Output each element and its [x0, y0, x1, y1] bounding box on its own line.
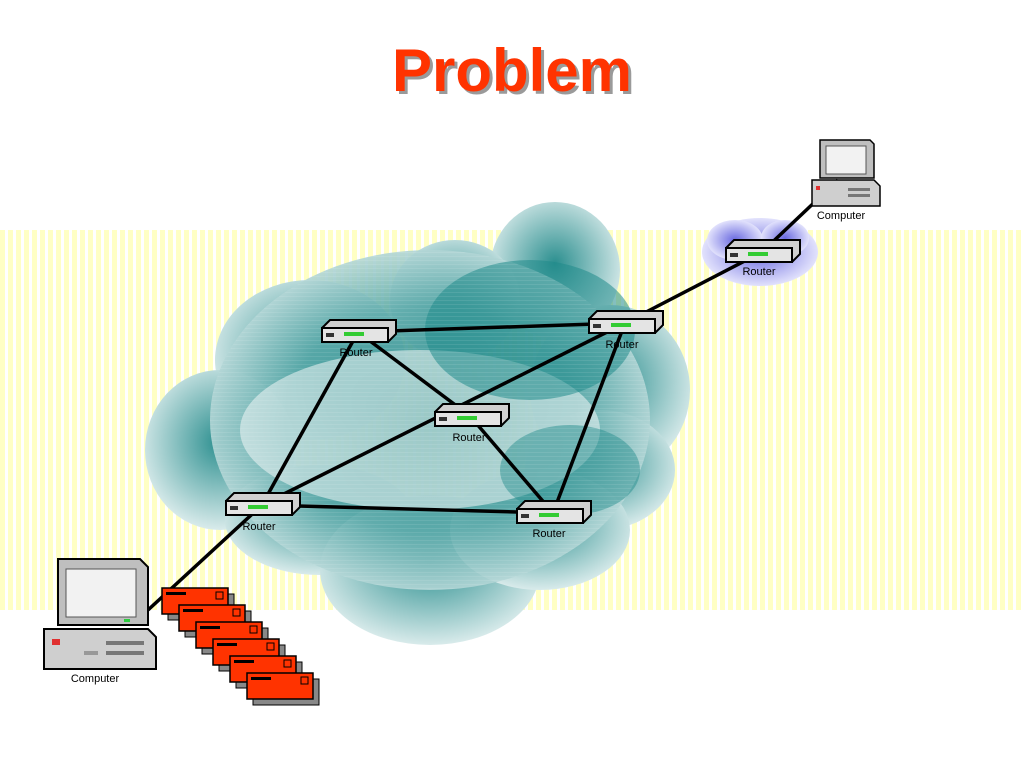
router-label-bottom-left: Router	[242, 521, 276, 533]
router-icon[interactable]	[725, 239, 801, 263]
packet-icon	[246, 672, 320, 706]
router-icon[interactable]	[434, 403, 510, 427]
router-label-center: Router	[452, 432, 486, 444]
computer-label-top: Computer	[816, 210, 866, 222]
link-center-br	[468, 414, 555, 515]
router-icon[interactable]	[321, 319, 397, 343]
slide-title: Problem	[391, 37, 633, 104]
router-label-top-left: Router	[339, 347, 373, 359]
link-tr-br	[551, 322, 627, 514]
router-label-bottom-right: Router	[532, 528, 566, 540]
router-label-top-right: Router	[605, 339, 639, 351]
desktop-computer-icon[interactable]	[811, 139, 881, 207]
router-label-remote: Router	[742, 266, 776, 278]
packet-stack	[161, 587, 320, 706]
link-bl-br	[261, 503, 554, 515]
desktop-computer-icon[interactable]	[43, 558, 157, 670]
router-icon[interactable]	[225, 492, 301, 516]
link-tl-bl	[260, 331, 360, 506]
computer-label-bottom: Computer	[70, 673, 120, 685]
router-icon[interactable]	[588, 310, 664, 334]
internet-cloud	[145, 202, 690, 645]
router-icon[interactable]	[516, 500, 592, 524]
link-tl-tr	[357, 321, 626, 334]
link-tl-center	[356, 330, 472, 418]
